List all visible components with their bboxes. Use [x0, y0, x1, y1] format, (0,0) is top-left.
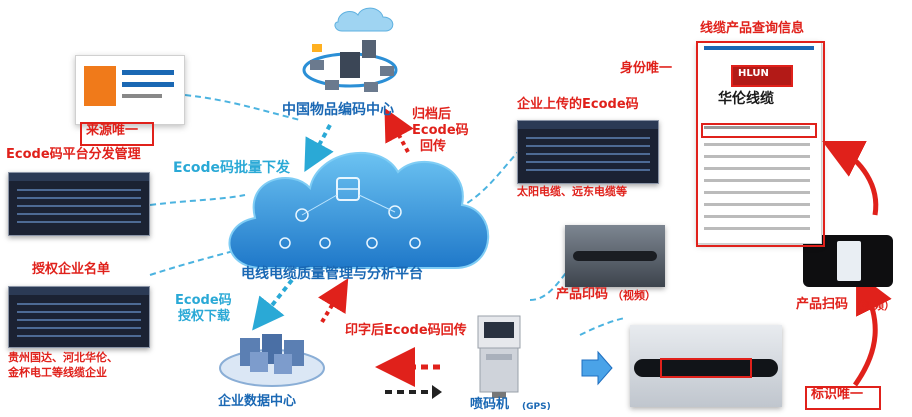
- product-print-label: 产品印码: [556, 287, 609, 302]
- arrow-archive-return: [384, 107, 414, 153]
- authorized-companies-line2: 金杯电工等线缆企业: [8, 366, 107, 379]
- data-center-label: 企业数据中心: [218, 394, 297, 409]
- link-source-to-center: [184, 94, 301, 121]
- auth-download-line2: 授权下载: [178, 309, 231, 324]
- brand-logo: [731, 65, 793, 87]
- dispatch-platform-screenshot: [8, 172, 150, 236]
- scan-phone-photo: [803, 235, 893, 287]
- archive-return-line3: 回传: [420, 139, 447, 154]
- product-print-video-label: （视频）: [612, 289, 656, 302]
- link-printer-to-cable: [579, 317, 626, 336]
- source-unique-box: [80, 122, 154, 146]
- arrow-print-return-up: [318, 278, 349, 324]
- link-dispatch-to-cloud: [149, 194, 246, 206]
- cable-makers-label: 太阳电缆、远东电缆等: [517, 185, 627, 198]
- identity-row-highlight: [701, 123, 817, 138]
- brand-name: 华伦线缆: [718, 91, 774, 107]
- arrow-batch-issue: [304, 124, 334, 173]
- platform-name-label: 电线电缆质量管理与分析平台: [241, 266, 423, 282]
- authorized-list-label: 授权企业名单: [32, 262, 111, 277]
- cable-closeup-photo: [630, 325, 782, 407]
- archive-return-line1: 归档后: [412, 107, 452, 122]
- gps-label: (GPS): [522, 402, 551, 412]
- source-app-screenshot: [75, 55, 185, 125]
- jet-printer-machine-icon: [477, 315, 521, 398]
- auth-download-line1: Ecode码: [175, 293, 232, 308]
- product-print-photo: [565, 225, 665, 287]
- product-scan-video-label: （视频）: [851, 299, 895, 312]
- link-authorized-to-cloud: [149, 244, 256, 276]
- archive-return-line2: Ecode码: [412, 123, 469, 138]
- query-info-card: HLUN 华伦线缆: [697, 42, 822, 244]
- data-center-servers-icon: [219, 334, 325, 387]
- authorized-companies-line1: 贵州国达、河北华伦、: [8, 351, 118, 364]
- arrow-scan-to-query: [822, 141, 879, 216]
- product-scan-label: 产品扫码: [796, 297, 849, 312]
- query-card-frame: [696, 41, 825, 247]
- blue-block-arrow: [581, 350, 613, 386]
- jet-printer-label: 喷码机: [470, 397, 510, 412]
- id-unique-box: [805, 386, 881, 410]
- printed-code-highlight: [660, 358, 752, 378]
- source-unique-label: 来源唯一: [86, 123, 139, 138]
- enterprise-upload-screenshot: [517, 120, 659, 184]
- platform-dispatch-label: Ecode码平台分发管理: [6, 147, 141, 162]
- id-unique-label: 标识唯一: [811, 387, 864, 402]
- cloud-platform-shape: [228, 151, 490, 269]
- query-title-label: 线缆产品查询信息: [700, 21, 805, 36]
- arrow-scan-up: [852, 272, 892, 387]
- identity-unique-label: 身份唯一: [620, 61, 673, 76]
- authorized-list-screenshot: [8, 286, 150, 348]
- batch-issue-label: Ecode码批量下发: [173, 160, 290, 176]
- coding-center-label: 中国物品编码中心: [282, 102, 394, 118]
- print-return-label: 印字后Ecode码回传: [345, 323, 467, 338]
- brand-logo-text: HLUN: [738, 68, 769, 79]
- enterprise-upload-label: 企业上传的Ecode码: [517, 97, 639, 112]
- arrow-auth-download: [252, 278, 294, 331]
- coding-center-network-icon: [302, 7, 398, 92]
